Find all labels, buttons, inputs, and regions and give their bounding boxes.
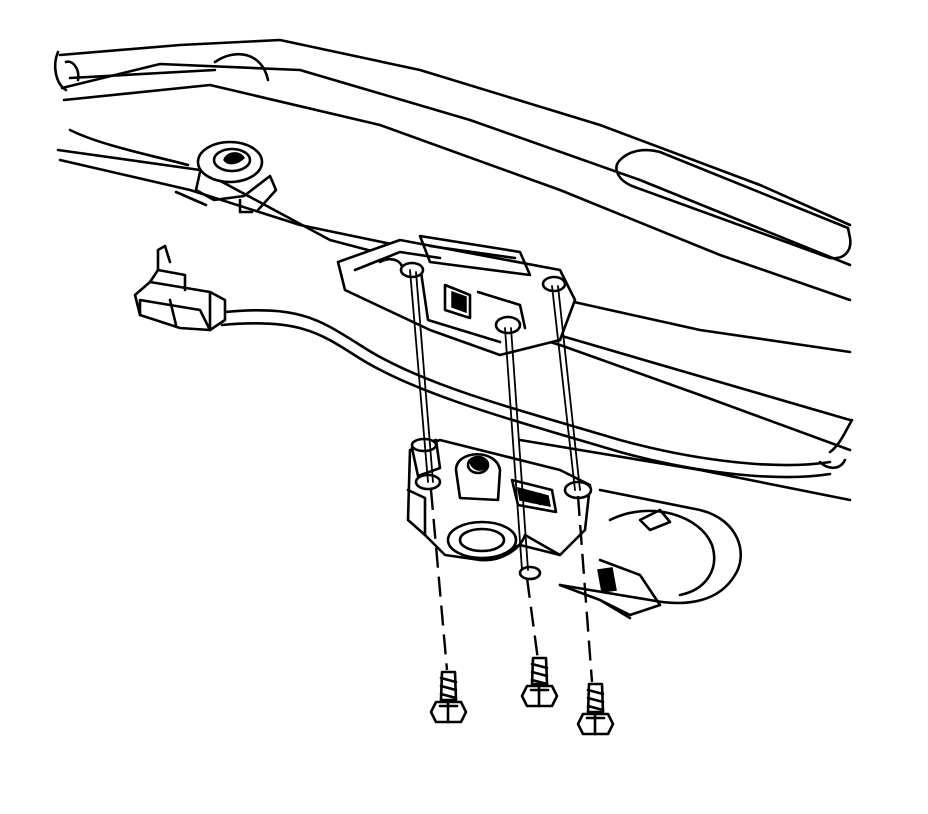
bolt-1 — [429, 670, 468, 724]
wiring-harness — [220, 308, 832, 479]
sensor-module — [406, 437, 743, 620]
bolt-3 — [576, 682, 615, 736]
mounting-bracket — [336, 234, 577, 357]
electrical-connector — [133, 244, 227, 332]
bolt-2 — [520, 656, 559, 708]
alignment-lines — [409, 269, 594, 683]
